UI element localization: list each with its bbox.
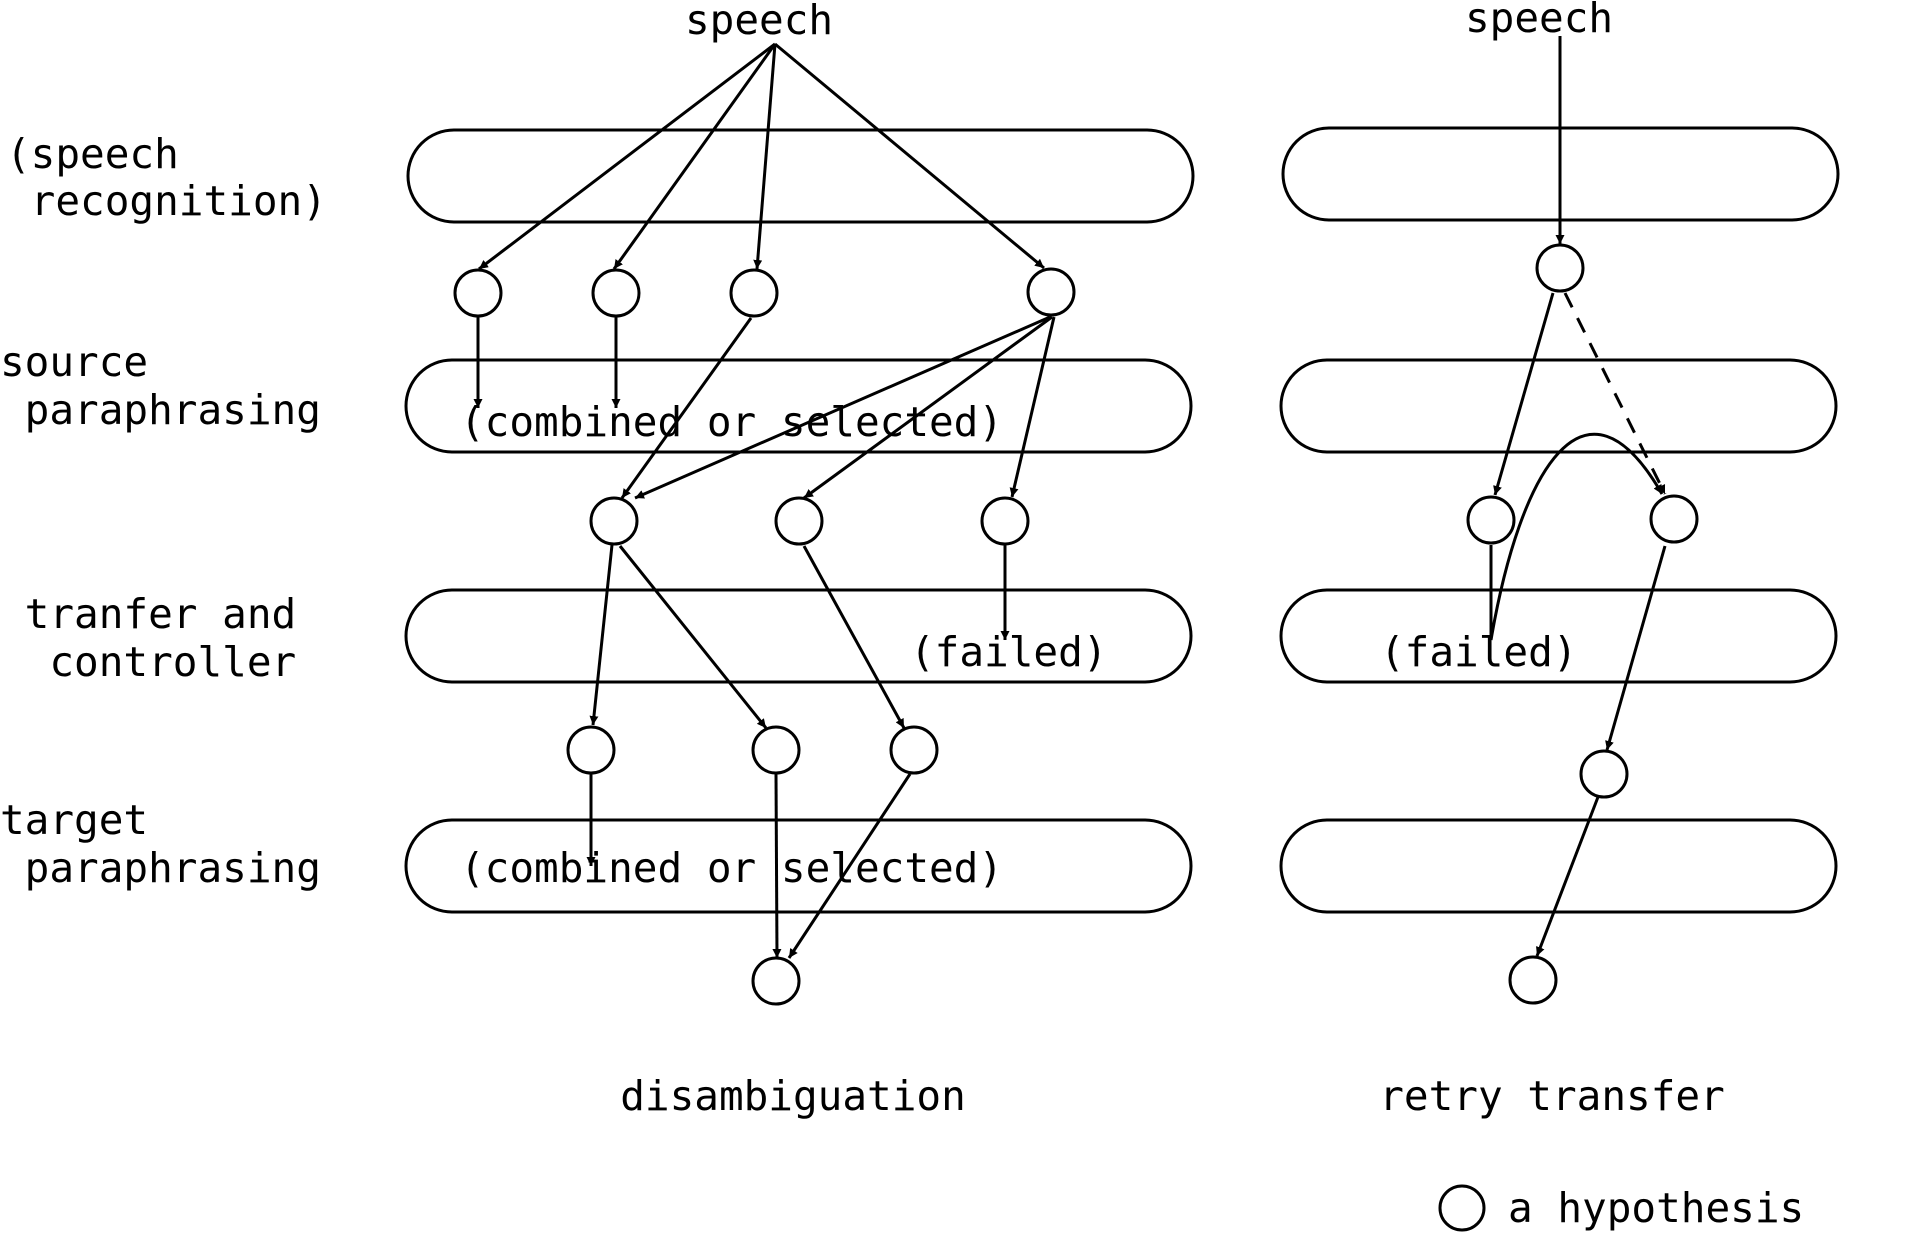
stage-labels: (speech recognition) source paraphrasing… bbox=[0, 130, 327, 892]
legend-label: a hypothesis bbox=[1508, 1184, 1804, 1232]
hypothesis-node bbox=[591, 268, 641, 318]
edge-tgt-2-to-output bbox=[772, 773, 782, 959]
hypothesis-node bbox=[751, 956, 801, 1006]
hypothesis-node bbox=[453, 268, 503, 318]
edge-hyp-c-to-src-1 bbox=[620, 317, 753, 499]
left-source-paraphrasing-box bbox=[404, 358, 1193, 454]
stage-speech-recognition-line2: recognition) bbox=[6, 177, 327, 225]
legend: a hypothesis bbox=[1438, 1184, 1804, 1232]
left-panel-hypotheses bbox=[453, 267, 1076, 1006]
speech-input-label-right: speech bbox=[1465, 0, 1613, 42]
hypothesis-node bbox=[774, 496, 824, 546]
hypothesis-node bbox=[1535, 243, 1585, 293]
left-panel-edges bbox=[473, 42, 1056, 959]
edge-speech-to-hyp-a bbox=[478, 42, 776, 271]
stage-transfer-controller-line2: controller bbox=[0, 638, 296, 686]
edge-hyp-d-to-src-2 bbox=[803, 315, 1053, 500]
hypothesis-node bbox=[980, 496, 1030, 546]
edge-right-tgt-to-output bbox=[1535, 796, 1600, 957]
stage-target-paraphrasing-line1: target bbox=[0, 796, 148, 844]
edge-speech-to-hyp-b bbox=[612, 43, 777, 270]
edge-src-2-to-tgt-3 bbox=[802, 545, 906, 729]
edge-right-retry-curve bbox=[1489, 432, 1664, 641]
transfer-failed-note-right: (failed) bbox=[1380, 628, 1577, 676]
stage-target-paraphrasing-line2: paraphrasing bbox=[0, 844, 321, 892]
edge-right-hyp-to-src-1 bbox=[1493, 292, 1555, 496]
left-transfer-controller-box bbox=[404, 588, 1193, 684]
left-speech-recognition-box bbox=[406, 128, 1195, 224]
hypothesis-node bbox=[566, 725, 616, 775]
edge-tgt-3-to-output bbox=[787, 773, 912, 959]
stage-speech-recognition-line1: (speech bbox=[6, 130, 179, 178]
edge-src-1-to-tgt-2 bbox=[618, 545, 768, 729]
edge-right-src-2-to-tgt bbox=[1605, 545, 1667, 751]
hypothesis-node bbox=[729, 268, 779, 318]
stage-source-paraphrasing-line1: source bbox=[0, 338, 148, 386]
legend-hypothesis-icon bbox=[1438, 1184, 1486, 1232]
hypothesis-node bbox=[1466, 495, 1516, 545]
right-panel-hypotheses bbox=[1466, 243, 1699, 1005]
hypothesis-node bbox=[889, 725, 939, 775]
right-target-paraphrasing-box bbox=[1279, 818, 1838, 914]
right-source-paraphrasing-box bbox=[1279, 358, 1838, 454]
left-target-paraphrasing-box bbox=[404, 818, 1193, 914]
edge-hyp-d-to-src-1 bbox=[634, 315, 1051, 500]
panel-caption-retry-transfer: retry transfer bbox=[1379, 1072, 1725, 1120]
right-transfer-controller-box bbox=[1279, 588, 1838, 684]
edge-right-hyp-to-src-2-dashed bbox=[1563, 292, 1667, 495]
panel-caption-disambiguation: disambiguation bbox=[620, 1072, 966, 1120]
transfer-failed-note-left: (failed) bbox=[910, 628, 1107, 676]
speech-input-label-left: speech bbox=[685, 0, 833, 44]
edge-hyp-d-to-src-3 bbox=[1009, 316, 1056, 498]
hypothesis-node bbox=[1649, 494, 1699, 544]
hypothesis-node bbox=[751, 725, 801, 775]
hypothesis-node bbox=[1579, 749, 1629, 799]
hypothesis-node bbox=[1026, 267, 1076, 317]
edge-speech-to-hyp-d bbox=[774, 42, 1045, 270]
edge-speech-to-hyp-c bbox=[753, 43, 777, 270]
target-combined-note: (combined or selected) bbox=[460, 844, 1003, 892]
hypothesis-node bbox=[589, 496, 639, 546]
left-panel-stage-boxes bbox=[404, 128, 1195, 914]
stage-transfer-controller-line1: tranfer and bbox=[0, 590, 296, 638]
right-panel-edges bbox=[1489, 36, 1667, 957]
edge-src-1-to-tgt-1 bbox=[589, 544, 614, 726]
source-combined-note: (combined or selected) bbox=[460, 398, 1003, 446]
hypothesis-node bbox=[1508, 955, 1558, 1005]
stage-source-paraphrasing-line2: paraphrasing bbox=[0, 386, 321, 434]
